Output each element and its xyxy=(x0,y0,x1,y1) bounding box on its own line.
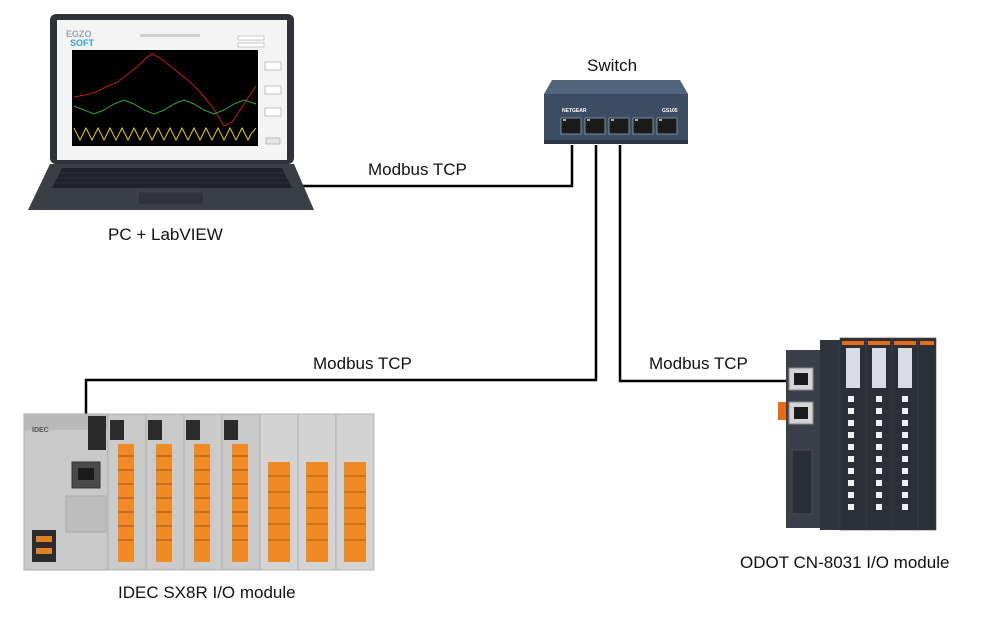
idec-status-panel xyxy=(88,416,106,450)
cable-pc-switch xyxy=(300,145,574,188)
switch-port-2 xyxy=(584,117,606,135)
pc-label: PC + LabVIEW xyxy=(108,225,223,244)
plot-red-trace xyxy=(73,53,257,127)
odot-slice-label-strips xyxy=(846,348,912,388)
switch-port-3 xyxy=(608,117,630,135)
idec-ethernet-jack xyxy=(78,468,94,480)
switch-port-1 xyxy=(560,117,582,135)
idec-brand: IDEC xyxy=(32,427,49,434)
laptop-touchpad xyxy=(137,191,205,206)
idec-label: IDEC SX8R I/O module xyxy=(118,583,296,602)
cable-switch-idec xyxy=(84,145,598,425)
switch-port-5 xyxy=(656,117,678,135)
odot-ethernet-jack-2 xyxy=(794,407,808,419)
cables xyxy=(84,145,790,425)
readout-box-3 xyxy=(264,107,282,117)
idec-power-pin xyxy=(36,548,52,554)
idec-slice-status-windows xyxy=(110,420,238,440)
switch-bottom-edge xyxy=(544,140,688,144)
idec-cpu-header xyxy=(24,414,108,430)
switch-model: GS105 xyxy=(662,108,678,114)
cable-switch-odot xyxy=(618,145,790,383)
odot-coupler-terminal xyxy=(791,449,813,515)
link-label-odot: Modbus TCP xyxy=(649,354,748,373)
idec-power-terminal xyxy=(32,530,56,562)
laptop-logo-line2: SOFT xyxy=(70,38,95,48)
laptop-logo-line1: EGZO xyxy=(66,29,92,39)
network-switch: NETGEAR GS105 xyxy=(544,80,688,144)
odot-slice-4 xyxy=(917,337,937,531)
odot-orange-tab xyxy=(778,402,786,420)
odot-ethernet-jack-1 xyxy=(794,373,808,385)
odot-logo-slice xyxy=(820,340,840,530)
plot-area xyxy=(72,50,258,146)
idec-terminal-stripes xyxy=(118,455,366,541)
idec-cover xyxy=(65,495,107,533)
idec-io-module: IDEC xyxy=(23,413,375,571)
link-label-pc: Modbus TCP xyxy=(368,160,467,179)
plot-green-trace xyxy=(73,99,257,115)
odot-label: ODOT CN-8031 I/O module xyxy=(740,553,949,572)
odot-terminal-rows xyxy=(848,396,908,510)
top-field-1 xyxy=(237,35,265,41)
idec-slice-2-terminal xyxy=(156,444,172,562)
screen-title-bar xyxy=(140,34,200,37)
top-field-2 xyxy=(237,42,265,48)
odot-slice-headers xyxy=(842,341,934,345)
idec-slice-3-terminal xyxy=(194,444,210,562)
idec-slice-4-terminal xyxy=(232,444,248,562)
switch-port-4 xyxy=(632,117,654,135)
idec-slice-6-terminal xyxy=(306,462,328,562)
switch-port-leds xyxy=(563,119,662,121)
switch-brand: NETGEAR xyxy=(562,108,587,114)
plot-yellow-trace xyxy=(73,126,257,142)
readout-box-1 xyxy=(264,61,282,71)
keyboard-keys xyxy=(54,172,290,184)
stop-button-graphic xyxy=(265,137,281,145)
idec-slice-5-terminal xyxy=(268,462,290,562)
idec-slice-7-terminal xyxy=(344,462,366,562)
idec-power-pin xyxy=(36,536,52,542)
readout-box-2 xyxy=(264,85,282,95)
odot-io-module: odot xyxy=(778,337,937,531)
switch-label: Switch xyxy=(587,56,637,75)
link-label-idec: Modbus TCP xyxy=(313,354,412,373)
switch-top xyxy=(544,80,688,94)
idec-slice-1-terminal xyxy=(118,444,134,562)
laptop: EGZO SOFT xyxy=(28,14,314,210)
